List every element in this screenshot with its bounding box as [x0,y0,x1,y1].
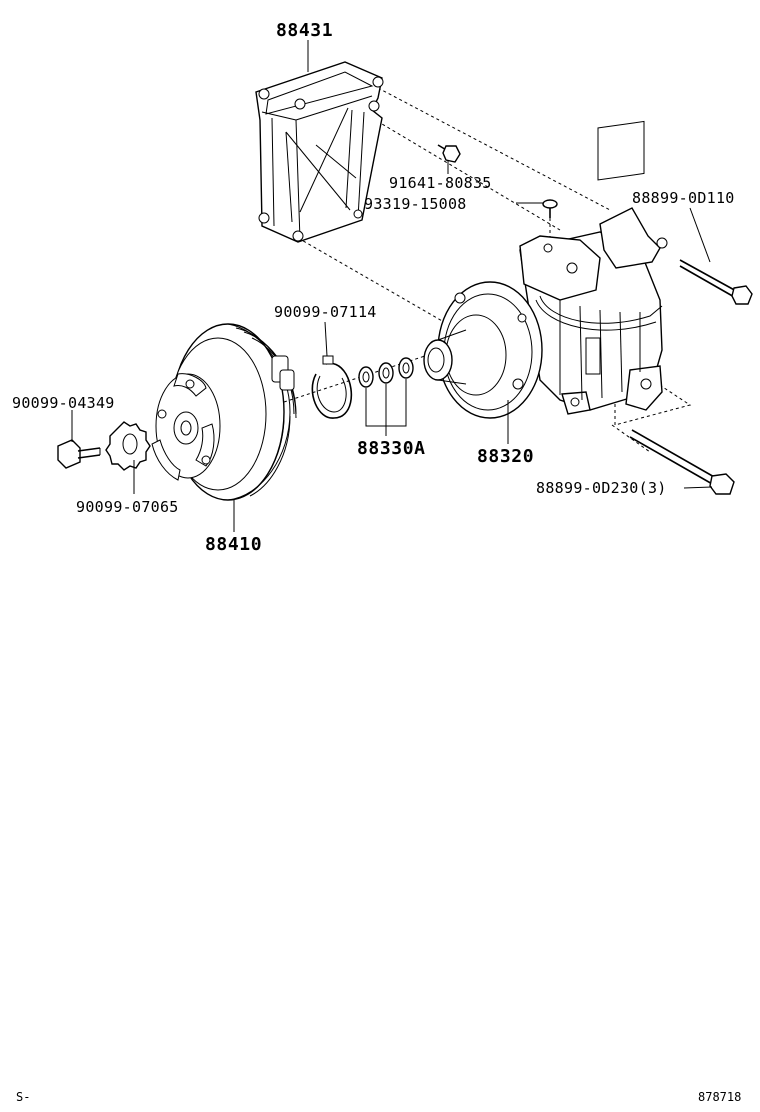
label-shim-set: 88330A [357,438,426,459]
label-pulley-clutch: 88410 [205,534,262,555]
label-bolt-long-bottom: 88899-0D230(3) [536,479,667,497]
label-bolt-hub: 90099-04349 [12,394,115,412]
bolt-88899-0d110-drawing [679,259,753,305]
screw-93319-drawing [542,199,558,218]
pulley-88410-drawing [151,323,297,501]
label-bracket: 88431 [276,20,333,41]
leader-lines [71,40,713,532]
washer-90099-07065-drawing [105,421,151,471]
bolt-88899-0d230-drawing [629,429,735,495]
snap-ring-90099-07114-drawing [311,355,353,419]
bolt-91641-drawing [437,144,461,163]
bolt-90099-04349-drawing [57,439,101,469]
compressor-88320-drawing [423,120,668,419]
assembly-dashed-lines [283,87,692,453]
label-bolt-bracket: 91641-80835 [389,174,492,192]
illustration-number: 878718 [698,1090,742,1104]
bracket-88431-drawing [255,61,384,243]
label-screw: 93319-15008 [364,195,467,213]
footer-left-code: S- [16,1090,31,1104]
label-bolt-long-top: 88899-0D110 [632,189,735,207]
shims-88330a-drawing [358,357,414,388]
label-snap-ring: 90099-07114 [274,303,377,321]
label-compressor: 88320 [477,446,534,467]
label-washer-hub: 90099-07065 [76,498,179,516]
